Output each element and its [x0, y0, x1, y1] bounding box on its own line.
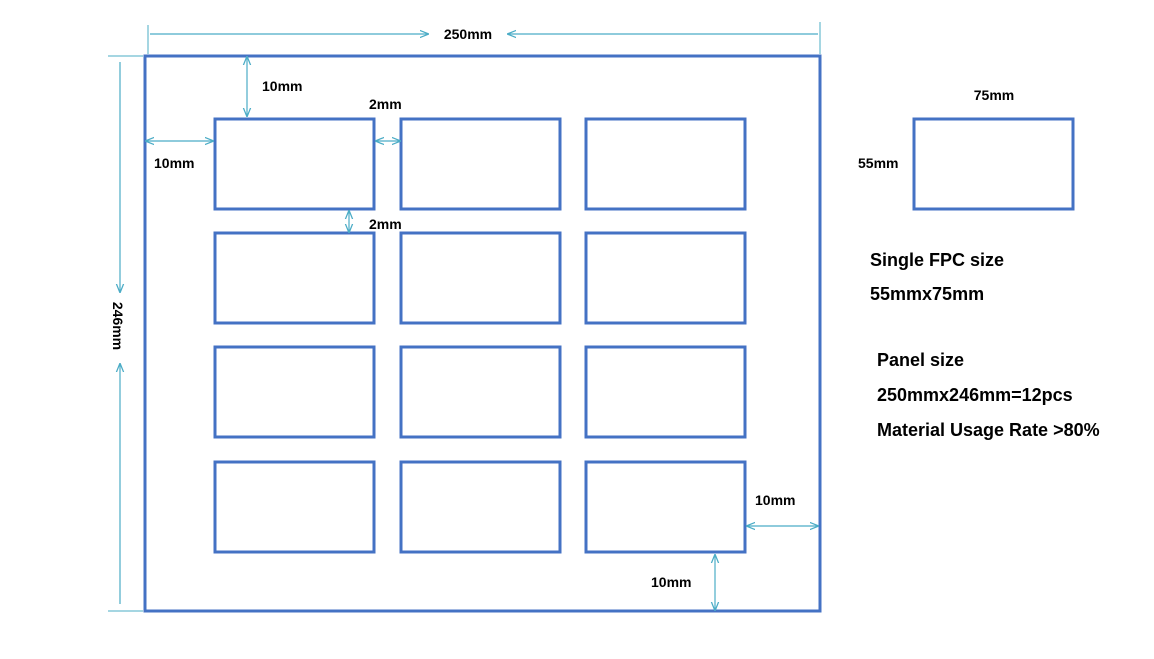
- panel-size-title: Panel size: [877, 350, 964, 370]
- panel-width-dimension: 250mm: [147, 22, 821, 54]
- left-margin-label: 10mm: [154, 155, 194, 171]
- fpc-cell: [399, 345, 562, 439]
- fpc-cell-grid: [213, 117, 747, 554]
- vertical-gap-dimension: 2mm: [349, 211, 402, 232]
- fpc-cell: [213, 345, 376, 439]
- single-fpc-outline: [912, 117, 1075, 211]
- fpc-cell: [584, 460, 747, 554]
- single-fpc-height-label: 55mm: [858, 155, 898, 171]
- fpc-size-title: Single FPC size: [870, 250, 1004, 270]
- panel-height-dimension: 246mm: [108, 55, 143, 612]
- single-fpc-width-label: 75mm: [974, 87, 1014, 103]
- left-margin-dimension: 10mm: [146, 141, 213, 171]
- panel-size-value: 250mmx246mm=12pcs: [877, 385, 1073, 405]
- fpc-cell: [584, 117, 747, 211]
- spec-notes: Single FPC size 55mmx75mm Panel size 250…: [870, 250, 1100, 440]
- fpc-cell: [213, 460, 376, 554]
- bottom-margin-label: 10mm: [651, 574, 691, 590]
- bottom-margin-dimension: 10mm: [651, 555, 715, 610]
- fpc-cell: [584, 231, 747, 325]
- fpc-size-value: 55mmx75mm: [870, 284, 984, 304]
- horizontal-gap-label: 2mm: [369, 96, 402, 112]
- right-margin-dimension: 10mm: [747, 492, 818, 526]
- fpc-cell: [399, 117, 562, 211]
- fpc-cell: [399, 460, 562, 554]
- panel-height-label: 246mm: [110, 302, 126, 350]
- fpc-cell: [213, 231, 376, 325]
- panel-width-label: 250mm: [444, 26, 492, 42]
- fpc-cell: [399, 231, 562, 325]
- horizontal-gap-dimension: 2mm: [369, 96, 402, 141]
- material-usage-rate: Material Usage Rate >80%: [877, 420, 1100, 440]
- panel-outline: [143, 54, 822, 613]
- fpc-cell: [213, 117, 376, 211]
- fpc-cell: [584, 345, 747, 439]
- single-fpc-reference: 75mm 55mm: [858, 87, 1075, 211]
- top-margin-label: 10mm: [262, 78, 302, 94]
- vertical-gap-label: 2mm: [369, 216, 402, 232]
- top-margin-dimension: 10mm: [247, 57, 302, 116]
- right-margin-label: 10mm: [755, 492, 795, 508]
